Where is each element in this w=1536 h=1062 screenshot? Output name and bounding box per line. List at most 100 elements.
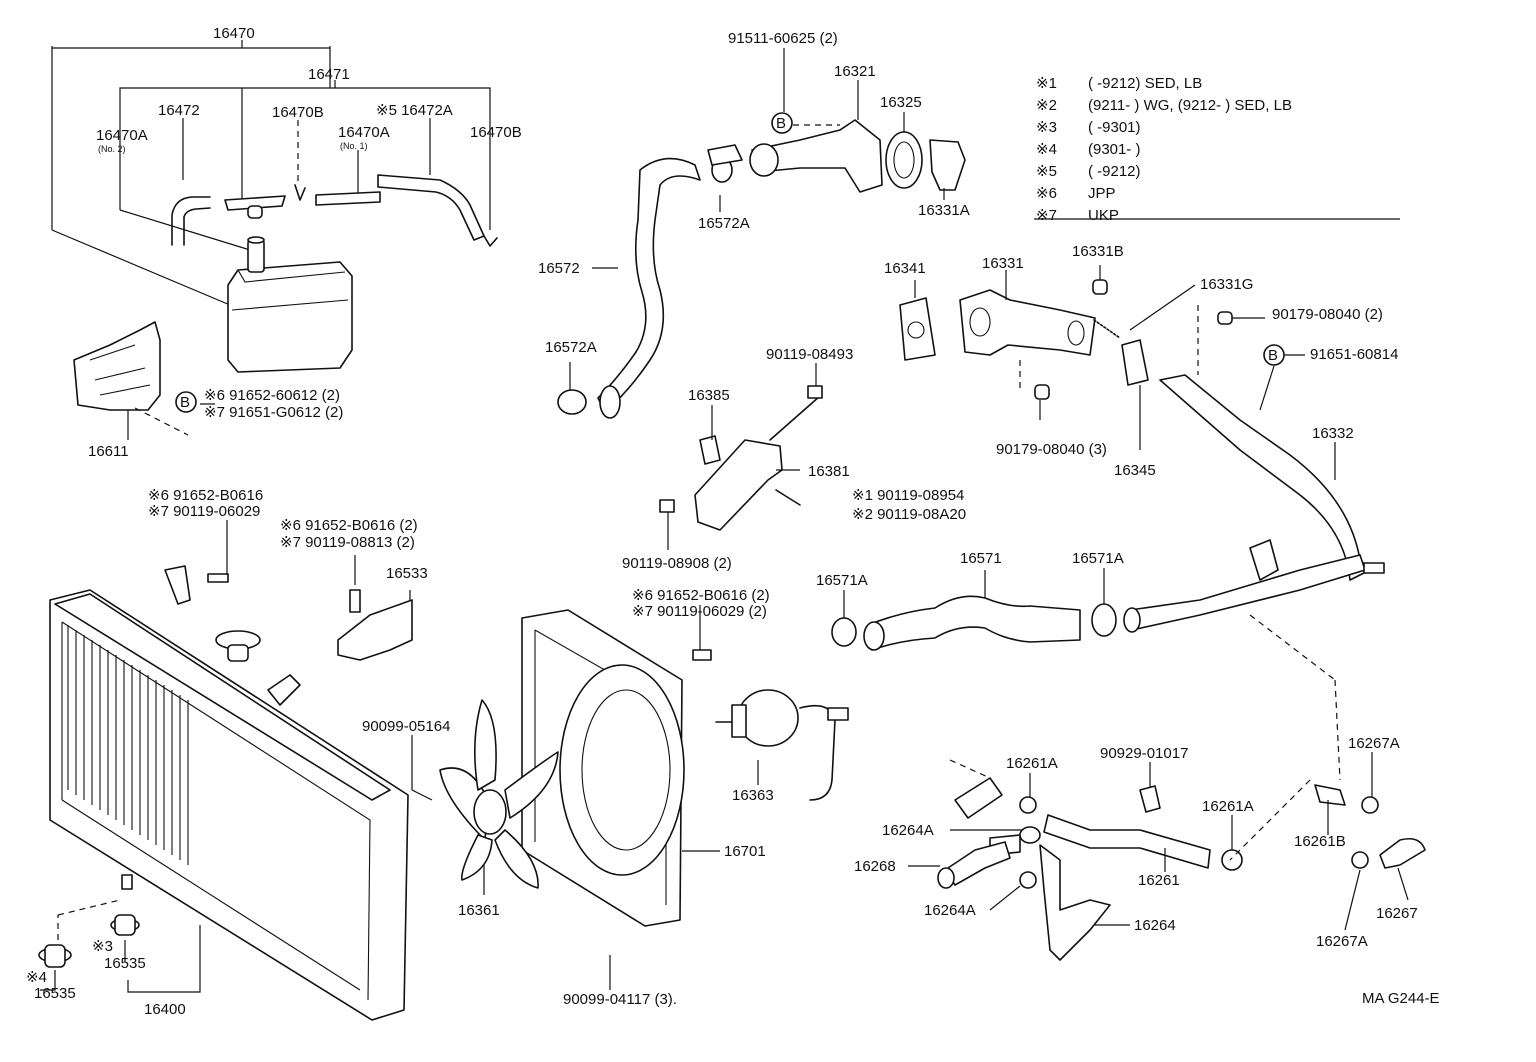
label-16571: 16571	[960, 550, 1002, 567]
label-16572A-a: 16572A	[698, 215, 750, 232]
legend-text-2: (9211- ) WG, (9212- ) SED, LB	[1088, 97, 1292, 114]
label-90179-08040-2: 90179-08040 (2)	[1272, 306, 1383, 323]
label-16535-b: 16535	[104, 955, 146, 972]
label-fastener-jpp-2: ※6 91652-B0616 (2)	[280, 517, 418, 534]
label-16381: 16381	[808, 463, 850, 480]
label-16471: 16471	[308, 66, 350, 83]
label-fastener-ukp-1: ※7 90119-06029	[148, 503, 260, 520]
label-91511: 91511-60625 (2)	[728, 30, 838, 47]
bracket-16381	[659, 385, 823, 661]
label-mark4: ※4	[26, 969, 47, 986]
label-16267: 16267	[1376, 905, 1418, 922]
label-bolt-ukp-1: ※7 91651-G0612 (2)	[204, 404, 343, 421]
label-90099-05164: 90099-05164	[362, 718, 450, 735]
b-marker-1: B	[776, 115, 786, 132]
hose-16571	[831, 595, 1117, 651]
label-no2: (No. 2)	[98, 144, 126, 154]
bypass-hoses	[937, 759, 1426, 961]
legend-mark-3: ※3	[1036, 119, 1057, 136]
label-16264A-a: 16264A	[882, 822, 934, 839]
label-16267A-a: 16267A	[1348, 735, 1400, 752]
legend-text-5: ( -9212)	[1088, 163, 1141, 180]
legend-text-1: ( -9212) SED, LB	[1088, 75, 1202, 92]
label-bolt-jpp-1: ※6 91652-60612 (2)	[204, 387, 340, 404]
label-16261B: 16261B	[1294, 833, 1346, 850]
label-16571A-b: 16571A	[1072, 550, 1124, 567]
label-16535-a: 16535	[34, 985, 76, 1002]
water-inlet-16331	[959, 279, 1121, 400]
label-16264: 16264	[1134, 917, 1176, 934]
label-16470B-a: 16470B	[272, 104, 324, 121]
legend-mark-7: ※7	[1036, 207, 1057, 224]
label-90929-01017: 90929-01017	[1100, 745, 1188, 762]
gasket-16341	[899, 297, 936, 361]
radiator	[38, 565, 413, 1021]
legend-mark-6: ※6	[1036, 185, 1057, 202]
label-16325: 16325	[880, 94, 922, 111]
label-bolt-sed: ※1 90119-08954	[852, 487, 964, 504]
label-16268: 16268	[854, 858, 896, 875]
b-marker-2: B	[180, 394, 190, 411]
part-labels: 16470 16471 16472 16470B 16470A (No. 2) …	[26, 25, 1440, 1018]
label-16321: 16321	[834, 63, 876, 80]
label-fastener-ukp-2: ※7 90119-08813 (2)	[280, 534, 415, 551]
water-pipe-16332	[1123, 305, 1385, 781]
label-16363: 16363	[732, 787, 774, 804]
label-16572A-b: 16572A	[545, 339, 597, 356]
legend-mark-5: ※5	[1036, 163, 1057, 180]
label-fastener-jpp-3: ※6 91652-B0616 (2)	[632, 587, 770, 604]
label-16571A-a: 16571A	[816, 572, 868, 589]
label-90179-08040-3: 90179-08040 (3)	[996, 441, 1107, 458]
label-16341: 16341	[884, 260, 926, 277]
b-markers: B B B	[175, 112, 1285, 413]
fan-16361	[439, 699, 559, 889]
legend-mark-1: ※1	[1036, 75, 1057, 92]
label-16345: 16345	[1114, 462, 1156, 479]
label-bolt-wg: ※2 90119-08A20	[852, 506, 966, 523]
label-16264A-b: 16264A	[924, 902, 976, 919]
fan-shroud	[521, 609, 685, 927]
label-16470B-b: 16470B	[470, 124, 522, 141]
label-16331G: 16331G	[1200, 276, 1253, 293]
label-16472: 16472	[158, 102, 200, 119]
label-16470A-no1: 16470A	[338, 124, 390, 141]
label-91651-60814: 91651-60814	[1310, 346, 1398, 363]
legend-mark-2: ※2	[1036, 97, 1057, 114]
reservoir-group	[51, 40, 498, 373]
reservoir-cap	[224, 195, 286, 211]
legend-text-3: ( -9301)	[1088, 119, 1141, 136]
leader-lines	[40, 48, 1409, 993]
b-marker-3: B	[1268, 347, 1278, 364]
legend-text-4: (9301- )	[1088, 141, 1141, 158]
label-16261A-a: 16261A	[1006, 755, 1058, 772]
label-16261: 16261	[1138, 872, 1180, 889]
label-fastener-jpp-1: ※6 91652-B0616	[148, 487, 263, 504]
label-90119-08908: 90119-08908 (2)	[622, 555, 732, 572]
label-16470A-no2: 16470A	[96, 127, 148, 144]
diagram-code: MA G244-E	[1362, 990, 1440, 1007]
label-16385: 16385	[688, 387, 730, 404]
label-16572: 16572	[538, 260, 580, 277]
label-90119-08493: 90119-08493	[766, 346, 853, 363]
label-no1: (No. 1)	[340, 141, 368, 151]
gasket-16345	[1121, 339, 1149, 386]
fan-motor-16363	[715, 689, 849, 801]
label-16701: 16701	[724, 843, 766, 860]
label-mark3: ※3	[92, 938, 113, 955]
bracket-16611	[73, 321, 189, 436]
legend-mark-4: ※4	[1036, 141, 1057, 158]
legend-text-7: UKP	[1088, 207, 1119, 224]
legend-text-6: JPP	[1088, 185, 1116, 202]
legend: ※1 ( -9212) SED, LB ※2 (9211- ) WG, (921…	[1034, 75, 1400, 224]
label-16611: 16611	[88, 443, 129, 460]
label-16400: 16400	[144, 1001, 186, 1018]
label-16331: 16331	[982, 255, 1024, 272]
label-16267A-b: 16267A	[1316, 933, 1368, 950]
label-16472A: ※5 16472A	[376, 102, 453, 119]
label-90099-04117: 90099-04117 (3).	[563, 991, 677, 1008]
reservoir-tank	[227, 261, 353, 373]
hose-16572	[557, 144, 743, 419]
label-16332: 16332	[1312, 425, 1354, 442]
